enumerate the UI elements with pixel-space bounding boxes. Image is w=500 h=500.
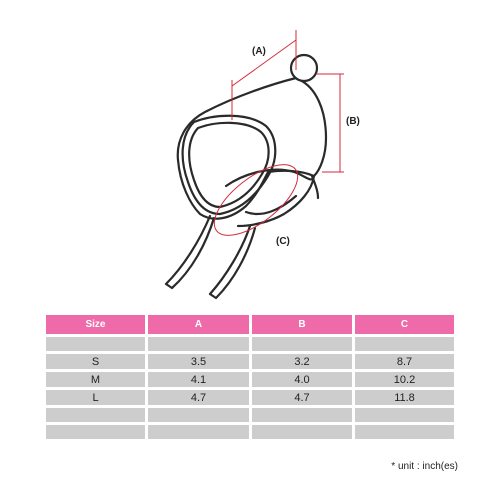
size-chart-table: Size A B C S 3.5 3.2 8.7 M 4.1 4.0 10.2 …: [43, 312, 457, 442]
pom-pom: [289, 53, 319, 83]
table-cell: S: [46, 354, 145, 369]
table-cell: 4.1: [148, 372, 249, 387]
left-tie: [164, 214, 216, 290]
table-cell: 11.8: [355, 390, 454, 405]
face-opening-inner: [188, 121, 270, 209]
table-cell: M: [46, 372, 145, 387]
header-a: A: [148, 315, 249, 334]
table-cell: [148, 425, 249, 439]
table-row: L 4.7 4.7 11.8: [46, 390, 454, 405]
hat-body: [176, 76, 328, 220]
table-row: S 3.5 3.2 8.7: [46, 354, 454, 369]
hat-outline: [164, 76, 328, 300]
table-cell: 4.7: [148, 390, 249, 405]
hat-measurement-diagram: (A) (B) (C): [164, 30, 360, 300]
table-cell: [355, 408, 454, 422]
header-b: B: [252, 315, 352, 334]
face-opening-outer: [181, 114, 277, 216]
table-cell: 8.7: [355, 354, 454, 369]
measure-b: [316, 73, 344, 173]
table-blank-row: [46, 408, 454, 422]
label-c: (C): [276, 236, 290, 247]
unit-note: * unit : inch(es): [391, 461, 458, 472]
table-cell: [46, 408, 145, 422]
table-cell: [252, 337, 352, 351]
hat-lower-band: [244, 174, 320, 216]
table-cell: [46, 337, 145, 351]
table-cell: [252, 408, 352, 422]
table-cell: [148, 337, 249, 351]
table-cell: [355, 337, 454, 351]
table-cell: [252, 425, 352, 439]
table-blank-row: [46, 425, 454, 439]
right-tie: [208, 224, 257, 300]
table-cell: 10.2: [355, 372, 454, 387]
table-cell: 4.0: [252, 372, 352, 387]
table-header-row: Size A B C: [46, 315, 454, 334]
measure-a-line: [231, 39, 297, 87]
table-cell: [148, 408, 249, 422]
measure-a: [231, 30, 297, 120]
table-cell: [355, 425, 454, 439]
table-cell: [46, 425, 145, 439]
label-b: (B): [346, 116, 360, 127]
table-blank-row: [46, 337, 454, 351]
label-a: (A): [252, 46, 266, 57]
measure-c-ellipse: [213, 164, 299, 236]
header-size: Size: [46, 315, 145, 334]
table-cell: 4.7: [252, 390, 352, 405]
table-row: M 4.1 4.0 10.2: [46, 372, 454, 387]
table-cell: 3.2: [252, 354, 352, 369]
header-c: C: [355, 315, 454, 334]
table-cell: 3.5: [148, 354, 249, 369]
ear-flap: [224, 168, 316, 228]
table-cell: L: [46, 390, 145, 405]
